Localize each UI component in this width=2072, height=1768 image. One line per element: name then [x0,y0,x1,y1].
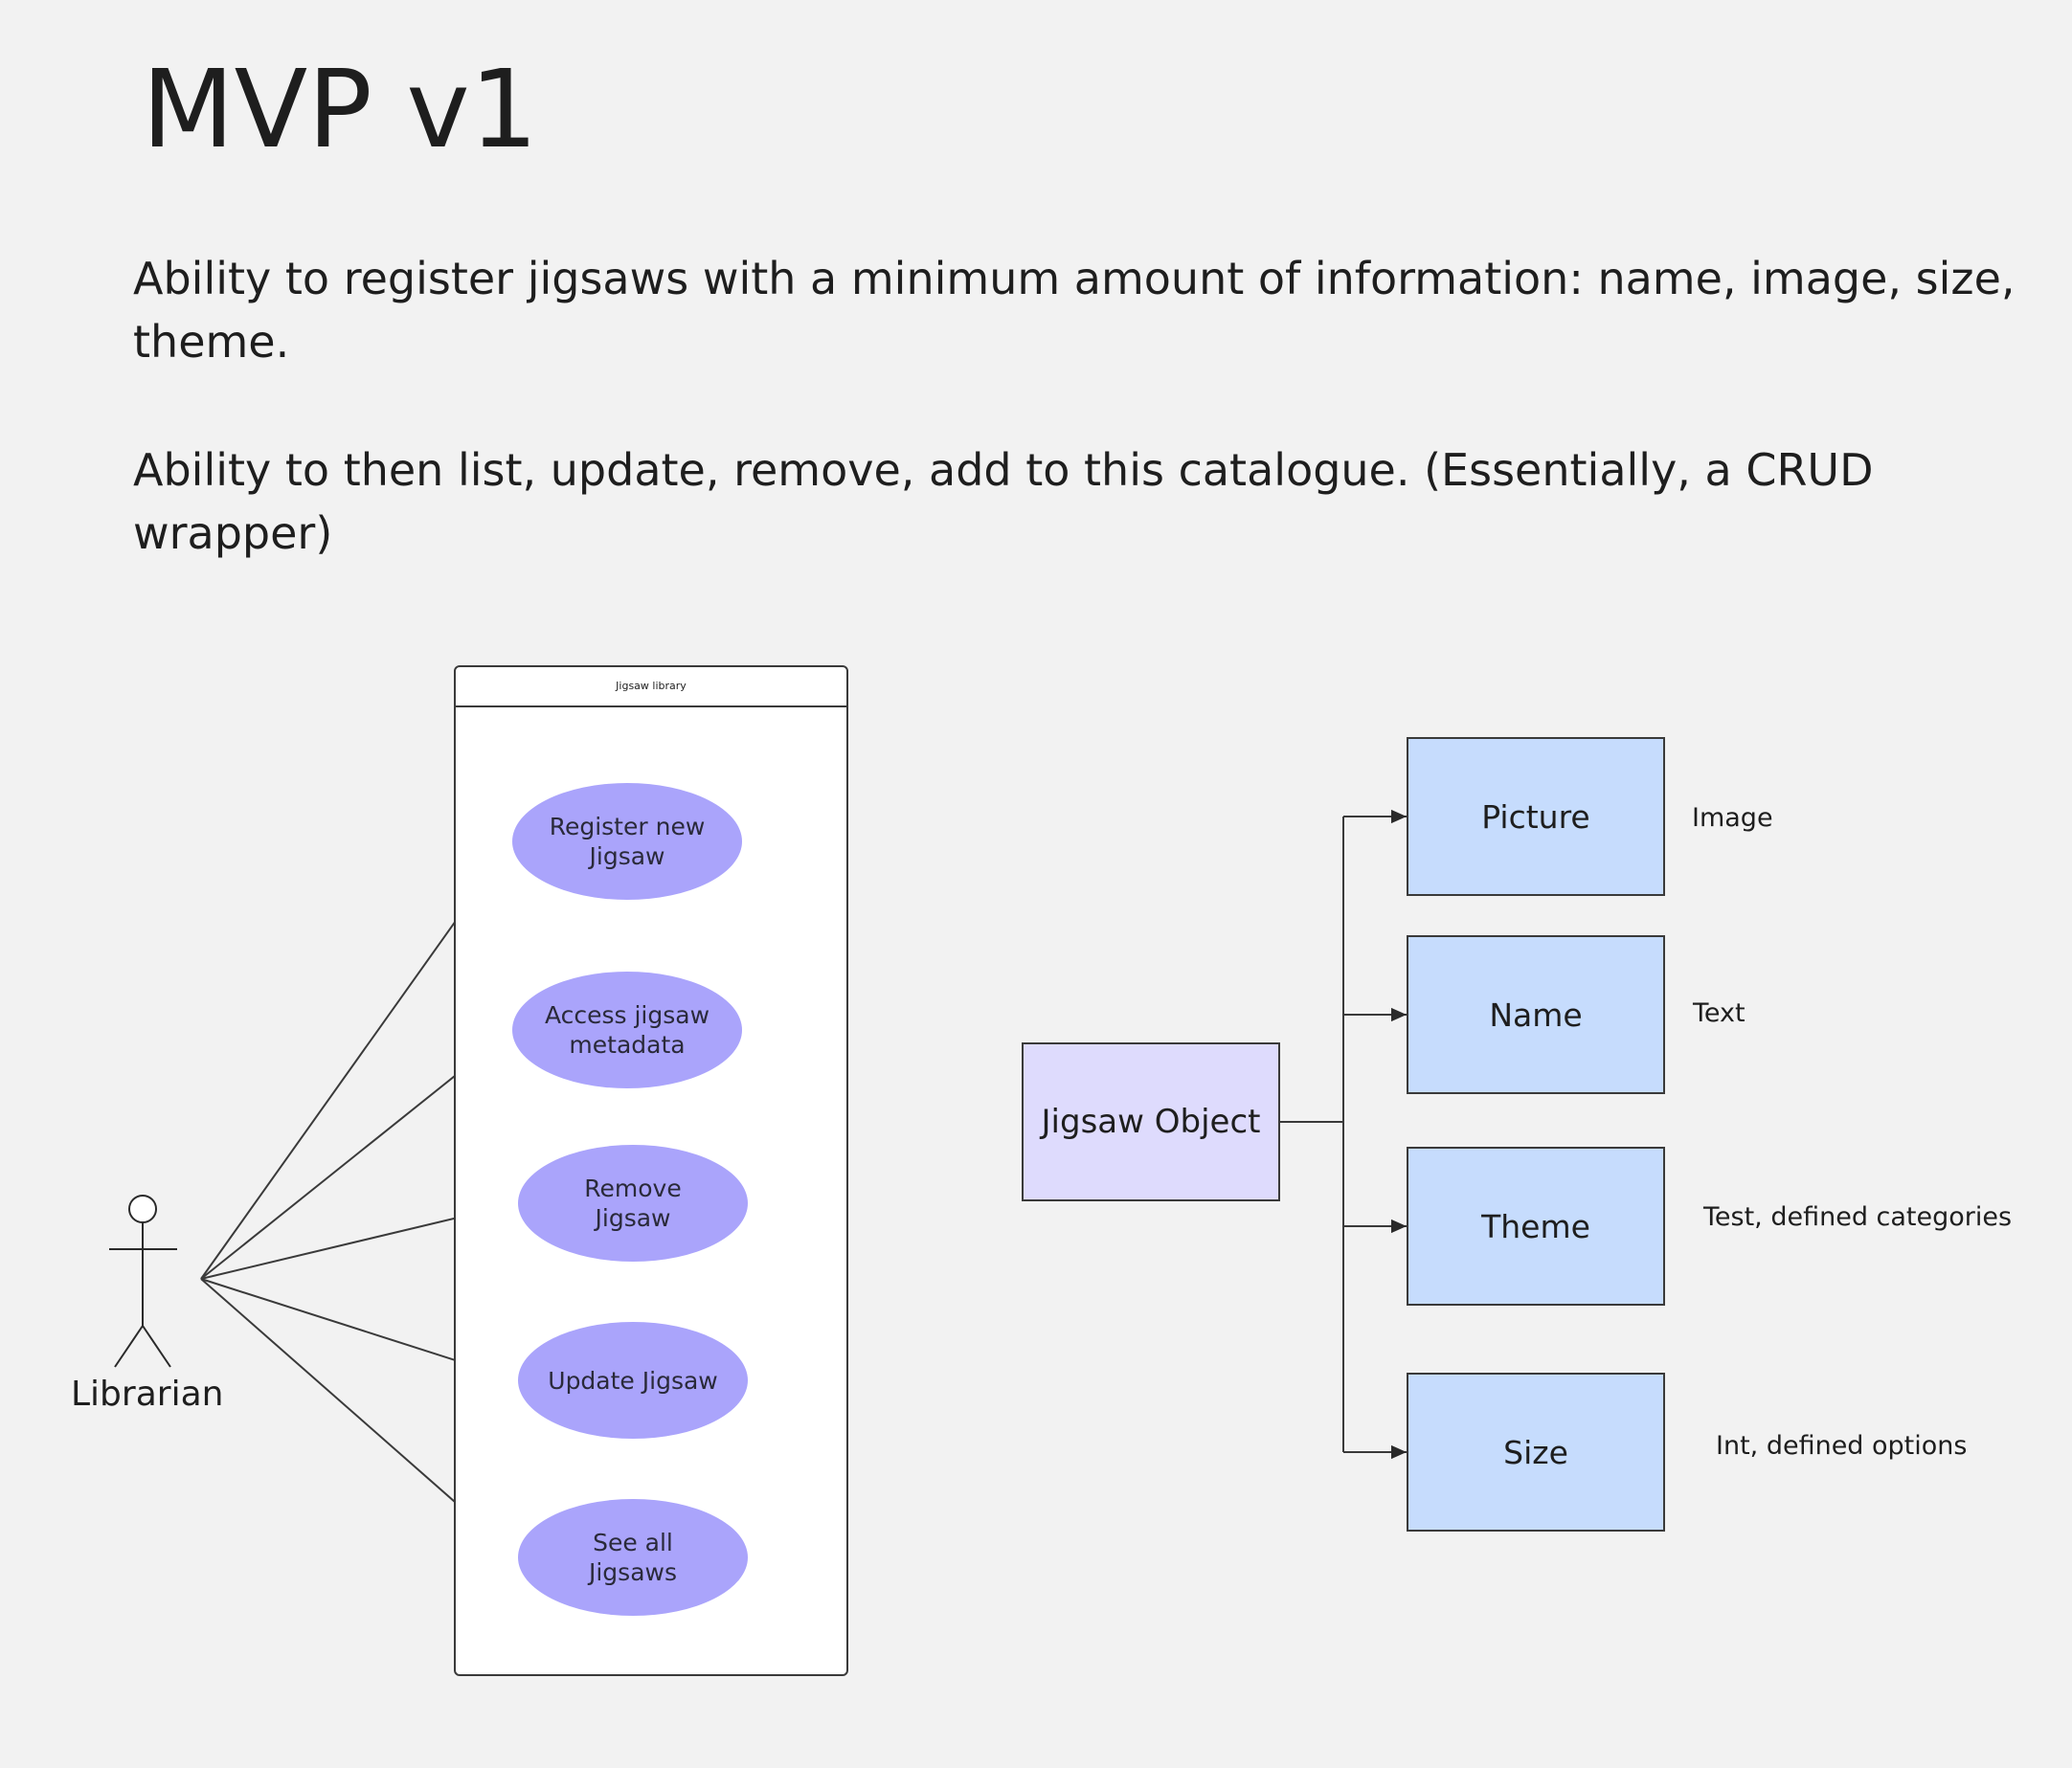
use-case-remove[interactable]: Remove Jigsaw [518,1145,748,1262]
page-title: MVP v1 [142,48,538,172]
attribute-box-theme[interactable]: Theme [1407,1147,1665,1306]
use-case-update[interactable]: Update Jigsaw [518,1322,748,1439]
description-paragraph-1: Ability to register jigsaws with a minim… [133,253,2016,368]
attribute-type-picture: Image [1692,803,1773,833]
attribute-type-size: Int, defined options [1716,1431,1968,1461]
actor-label: Librarian [71,1375,224,1414]
attribute-box-name[interactable]: Name [1407,935,1665,1094]
description-paragraph-2: Ability to then list, update, remove, ad… [133,444,1874,559]
attribute-type-theme: Test, defined categories [1703,1202,2013,1232]
system-boundary-title: Jigsaw library [456,667,846,707]
stick-figure-icon [109,1195,177,1368]
use-case-register[interactable]: Register new Jigsaw [512,783,742,900]
attribute-type-name: Text [1693,998,1745,1028]
use-case-see-all[interactable]: See all Jigsaws [518,1499,748,1616]
use-case-access-metadata[interactable]: Access jigsaw metadata [512,972,742,1088]
jigsaw-object-box[interactable]: Jigsaw Object [1022,1042,1280,1201]
attribute-box-picture[interactable]: Picture [1407,737,1665,896]
attribute-box-size[interactable]: Size [1407,1373,1665,1532]
